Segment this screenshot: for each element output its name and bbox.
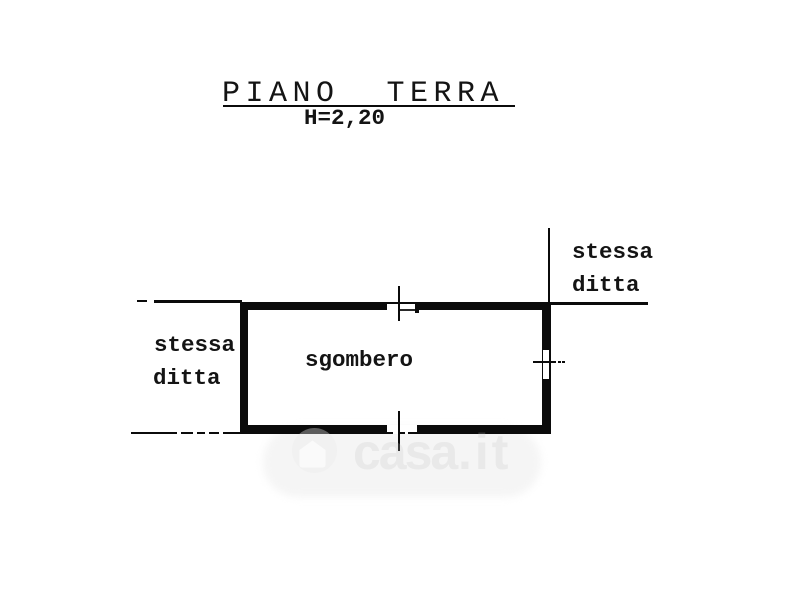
svg-text:casa.it: casa.it xyxy=(353,424,511,480)
